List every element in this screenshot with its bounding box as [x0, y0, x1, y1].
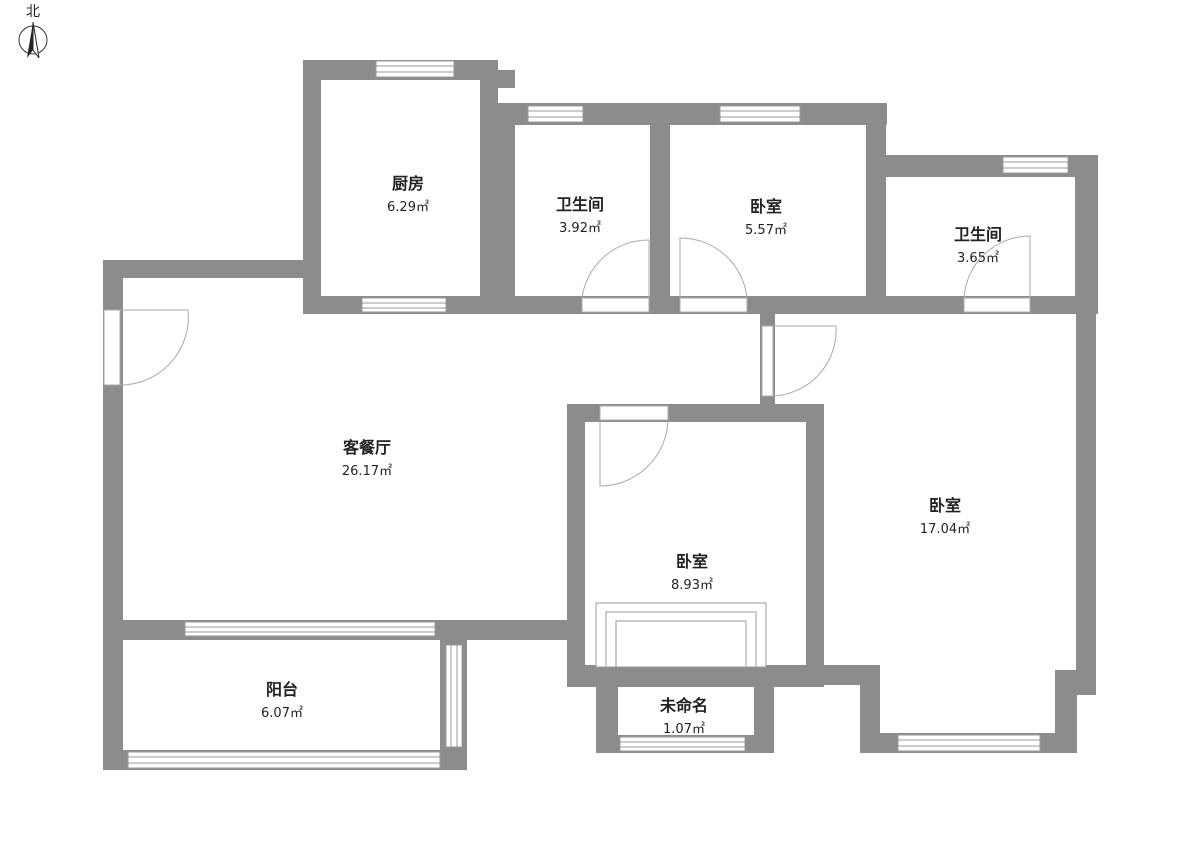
room-area: 1.07㎡ [663, 722, 705, 737]
room-bedroom-master: 卧室 17.04㎡ [920, 496, 970, 537]
north-compass: 北 [18, 4, 48, 59]
room-bathroom-2: 卫生间 3.65㎡ [954, 225, 1002, 266]
master-bedroom-door [761, 325, 837, 397]
bay-window [595, 602, 767, 668]
room-living-dining: 客餐厅 26.17㎡ [342, 438, 392, 479]
bedroom-small-door [679, 237, 748, 313]
room-bathroom-1: 卫生间 3.92㎡ [556, 195, 604, 236]
room-area: 6.07㎡ [261, 706, 303, 721]
room-name: 卫生间 [556, 195, 604, 214]
room-name: 卧室 [929, 496, 961, 515]
room-bedroom-middle: 卧室 8.93㎡ [671, 552, 713, 593]
room-name: 阳台 [266, 680, 298, 699]
kitchen-sliding-door [361, 297, 447, 313]
bathroom-1-window [527, 105, 584, 123]
room-area: 8.93㎡ [671, 578, 713, 593]
room-name: 厨房 [392, 174, 424, 193]
north-label: 北 [26, 4, 40, 20]
balcony-side-window [445, 644, 463, 748]
middle-bedroom-door [599, 405, 669, 487]
master-bedroom-window [897, 734, 1041, 752]
balcony-bottom-window [127, 751, 441, 769]
room-area: 3.92㎡ [559, 221, 601, 236]
room-unnamed: 未命名 1.07㎡ [659, 696, 708, 737]
room-name: 未命名 [659, 696, 708, 715]
bathroom-2-window [1002, 156, 1069, 174]
room-name: 卫生间 [954, 225, 1002, 244]
bedroom-small-window [719, 105, 801, 123]
balcony-sliding-door [184, 621, 436, 637]
unnamed-window [619, 736, 746, 752]
room-name: 卧室 [676, 552, 708, 571]
room-kitchen: 厨房 6.29㎡ [387, 174, 429, 215]
room-area: 26.17㎡ [342, 464, 392, 479]
room-area: 17.04㎡ [920, 522, 970, 537]
room-name: 客餐厅 [343, 438, 391, 457]
kitchen-window [375, 60, 455, 78]
room-area: 6.29㎡ [387, 200, 429, 215]
doors [103, 235, 1031, 487]
room-balcony: 阳台 6.07㎡ [261, 680, 303, 721]
room-area: 5.57㎡ [745, 223, 787, 238]
bathroom-1-door [581, 239, 650, 313]
north-arrow-icon [18, 21, 48, 59]
room-area: 3.65㎡ [957, 251, 999, 266]
entry-door [103, 309, 189, 386]
room-name: 卧室 [750, 197, 782, 216]
bathroom-2-door [963, 235, 1031, 313]
windows [127, 60, 1069, 769]
room-bedroom-small: 卧室 5.57㎡ [745, 197, 787, 238]
